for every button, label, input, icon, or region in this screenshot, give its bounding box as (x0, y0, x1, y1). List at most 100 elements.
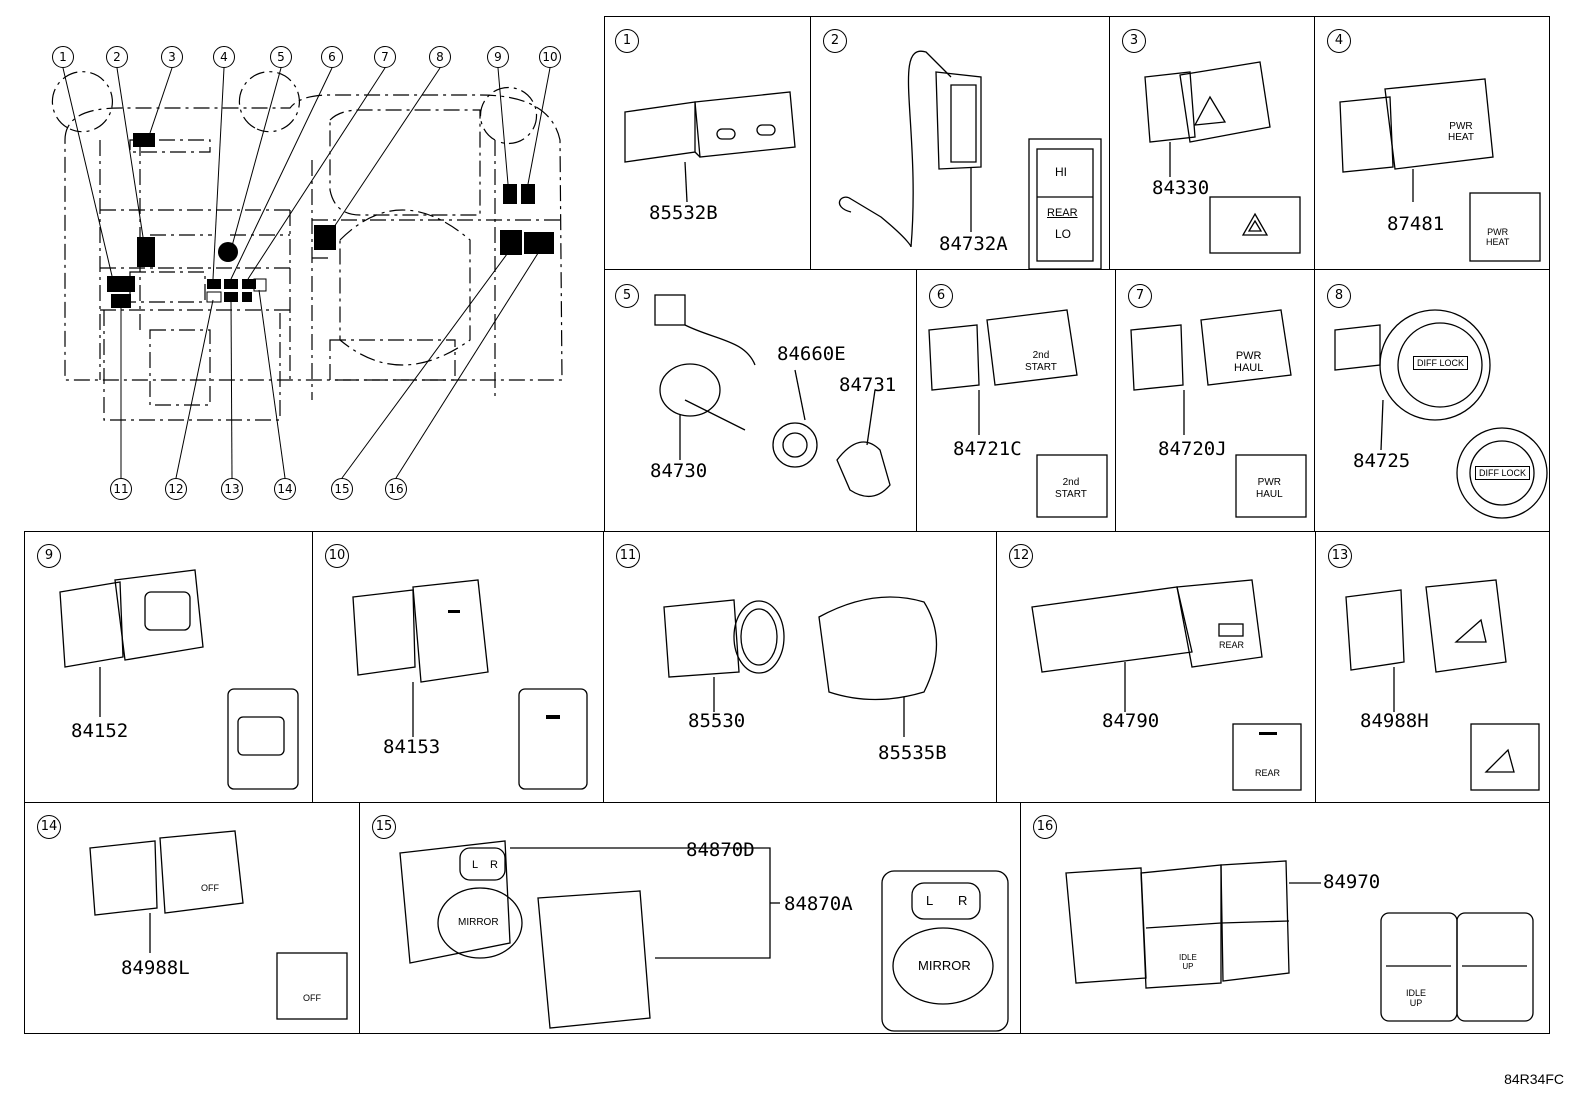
part-number-2: 84731 (839, 374, 897, 396)
part-number: 87481 (1387, 213, 1445, 235)
cell-9: 9 84152 (24, 531, 313, 803)
inset-label: OFF (303, 993, 321, 1003)
dial-face-label: DIFF LOCK (1413, 356, 1469, 370)
face-word-1: 2nd (1032, 350, 1050, 361)
cell-number: 2 (823, 29, 847, 53)
switch-face-label: OFF (201, 883, 219, 893)
inset-r: R (958, 893, 968, 908)
cell-number: 15 (372, 815, 396, 839)
inset-word-1: PWR (1487, 227, 1509, 237)
callout-12: 12 (165, 478, 187, 500)
inset-word-2: HAUL (1256, 489, 1283, 500)
auto-headlamp-switch-drawing (352, 579, 588, 790)
pwr-heat-switch-drawing (1339, 78, 1541, 262)
mirror-knob-l: L (472, 859, 479, 871)
inset-label-lo: LO (1055, 227, 1072, 241)
callout-15: 15 (331, 478, 353, 500)
power-outlet-drawing (663, 596, 938, 737)
part-number-1: 85530 (688, 710, 746, 732)
callout-4: 4 (213, 46, 235, 68)
cell-number: 12 (1009, 544, 1033, 568)
mirror-knob-label: MIRROR (458, 917, 499, 928)
headlamp-leveling-switch-drawing (59, 569, 299, 790)
cell-number: 16 (1033, 815, 1057, 839)
cell-number: 5 (615, 284, 639, 308)
part-number-1: 84660E (777, 343, 846, 365)
cell-number: 4 (1327, 29, 1351, 53)
callout-1: 1 (52, 46, 74, 68)
part-number: 84152 (71, 720, 129, 742)
cell-4: 4 PWR HEAT PWR HEAT 87481 (1314, 16, 1550, 270)
part-number-3: 84730 (650, 460, 708, 482)
callout-5: 5 (270, 46, 292, 68)
part-number: 84988L (121, 957, 190, 979)
inset-label: PWR HAUL (1256, 477, 1283, 501)
inset-label: PWR HEAT (1486, 227, 1509, 247)
cell-13: 13 84988H (1315, 531, 1550, 803)
cell-number: 10 (325, 544, 349, 568)
cell-10: 10 84153 (312, 531, 604, 803)
inset-label-rear: REAR (1047, 207, 1078, 219)
callout-11: 11 (110, 478, 132, 500)
inset-label-hi: HI (1055, 165, 1067, 179)
face-word-2: START (1025, 362, 1057, 373)
cell-number: 1 (615, 29, 639, 53)
callout-13: 13 (221, 478, 243, 500)
switch-face-label: REAR (1219, 640, 1245, 650)
cell-3: 3 84330 (1109, 16, 1315, 270)
callout-10: 10 (539, 46, 561, 68)
switch-face-label: PWR HEAT (1448, 121, 1474, 143)
part-number: 84330 (1152, 177, 1210, 199)
cell-number: 7 (1128, 284, 1152, 308)
callout-7: 7 (374, 46, 396, 68)
hill-descent-switch-drawing (1345, 579, 1540, 791)
usb-port-drawing (624, 91, 796, 203)
cell-12: 12 REAR REAR 84790 (996, 531, 1316, 803)
face-word-1: PWR (1449, 121, 1473, 132)
callout-6: 6 (321, 46, 343, 68)
cell-11: 11 85530 85535B (603, 531, 997, 803)
cell-number: 6 (929, 284, 953, 308)
hazard-switch-drawing (1144, 61, 1301, 254)
diff-lock-dial-drawing (1334, 309, 1548, 519)
cell-number: 9 (37, 544, 61, 568)
mirror-knob-r: R (490, 859, 498, 871)
switch-face-label: IDLE UP (1179, 953, 1197, 971)
part-number: 84970 (1323, 871, 1381, 893)
cell-8: 8 DIFF LOCK DIFF LOCK 84725 (1314, 269, 1550, 532)
inset-mirror-label: MIRROR (918, 958, 971, 973)
inset-word-1: IDLE (1406, 988, 1427, 998)
pwr-haul-switch-drawing (1130, 309, 1307, 518)
inset-word-2: START (1055, 489, 1087, 500)
face-word-1: PWR (1235, 350, 1262, 362)
rear-heater-switch-drawing (838, 50, 1102, 269)
part-number: 84720J (1158, 438, 1227, 460)
dashboard-drawing (51, 67, 563, 479)
part-number: 84721C (953, 438, 1022, 460)
inset-label: REAR (1255, 768, 1281, 778)
inset-word-1: PWR (1257, 477, 1282, 488)
cell-6: 6 2nd START 2nd START 84721C (916, 269, 1116, 532)
dashboard-overview: 1 2 3 4 5 6 7 8 9 10 11 12 13 14 15 16 (0, 0, 604, 530)
part-number: 84732A (939, 233, 1008, 255)
cell-1: 1 85532B (604, 16, 811, 270)
part-number-1: 84870D (686, 839, 755, 861)
callout-9: 9 (487, 46, 509, 68)
part-number-2: 85535B (878, 742, 947, 764)
callout-14: 14 (274, 478, 296, 500)
2nd-start-switch-drawing (928, 309, 1108, 518)
face-word-1: IDLE (1179, 953, 1197, 962)
callout-16: 16 (385, 478, 407, 500)
switch-face-label: PWR HAUL (1234, 350, 1263, 374)
part-number: 85532B (649, 202, 718, 224)
inset-word-2: HEAT (1486, 237, 1510, 247)
face-word-2: HEAT (1448, 132, 1474, 143)
part-number: 84790 (1102, 710, 1160, 732)
cell-2: 2 HI REAR LO 84732A (810, 16, 1110, 270)
inset-dial-label: DIFF LOCK (1475, 466, 1531, 480)
rear-defog-switch-drawing (1031, 579, 1302, 791)
cell-number: 11 (616, 544, 640, 568)
idle-up-switch-drawing (1065, 860, 1534, 1022)
cell-number: 8 (1327, 284, 1351, 308)
inset-label: IDLE UP (1406, 988, 1426, 1008)
